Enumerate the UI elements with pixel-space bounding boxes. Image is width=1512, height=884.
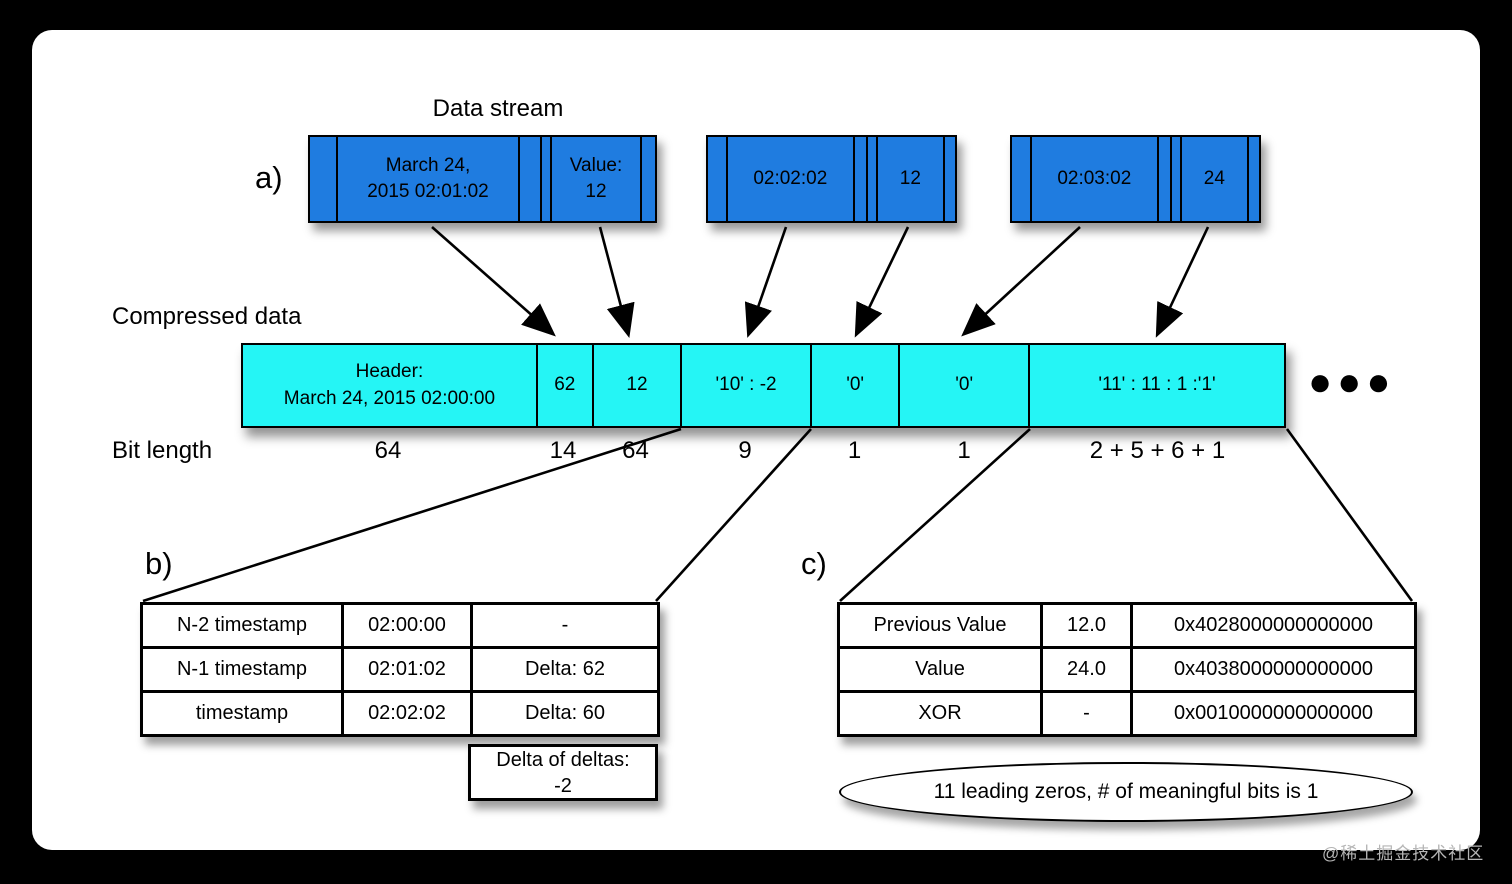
compressed-cell-value: 12	[591, 345, 681, 426]
b-r3-label: timestamp	[140, 690, 344, 737]
bit-length-zero-1: 1	[847, 437, 862, 464]
stream-box-3-pad-left	[1012, 137, 1030, 221]
stream-box-2: 02:02:02 12	[706, 135, 957, 223]
bit-length-row: 64 14 64 9 1 1 2 + 5 + 6 + 1	[241, 437, 1286, 465]
stream-box-3-timestamp: 02:03:02	[1029, 137, 1157, 221]
stream-box-1-gap2	[540, 137, 550, 221]
table-row: Previous Value 12.0 0x4028000000000000	[837, 602, 1417, 649]
stream-box-2-timestamp: 02:02:02	[725, 137, 853, 221]
compressed-cell-zero-2: '0'	[898, 345, 1028, 426]
stream-box-2-pad-left	[708, 137, 726, 221]
leading-zeros-note: 11 leading zeros, # of meaningful bits i…	[839, 762, 1413, 822]
stream-box-1-value: Value: 12	[550, 137, 640, 221]
c-r2-value: 24.0	[1040, 646, 1133, 693]
c-r1-value: 12.0	[1040, 602, 1133, 649]
c-r1-hex: 0x4028000000000000	[1130, 602, 1417, 649]
stream-box-1-pad-right	[640, 137, 654, 221]
compressed-data-title: Compressed data	[112, 303, 302, 330]
stream-box-2-gap1	[852, 137, 866, 221]
bit-length-delta: 14	[549, 437, 577, 464]
c-r1-label: Previous Value	[837, 602, 1043, 649]
table-row: timestamp 02:02:02 Delta: 60	[140, 690, 660, 737]
c-r2-hex: 0x4038000000000000	[1130, 646, 1417, 693]
value-xor-table: Previous Value 12.0 0x4028000000000000 V…	[837, 602, 1417, 737]
bit-length-value: 64	[622, 437, 649, 464]
stream-box-1-pad-left	[310, 137, 336, 221]
stream-box-2-value: 12	[875, 137, 943, 221]
table-row: XOR - 0x0010000000000000	[837, 690, 1417, 737]
c-r3-hex: 0x0010000000000000	[1130, 690, 1417, 737]
compressed-cell-dod: '10' : -2	[680, 345, 810, 426]
stream-box-3-pad-right	[1247, 137, 1259, 221]
label-c: c)	[801, 546, 827, 581]
stream-box-2-pad-right	[943, 137, 955, 221]
data-stream-title: Data stream	[432, 95, 564, 122]
bit-length-header: 64	[374, 437, 402, 464]
bit-length-zero-2: 1	[957, 437, 971, 464]
b-r2-time: 02:01:02	[341, 646, 473, 693]
stream-box-1-gap1	[518, 137, 540, 221]
compressed-cell-delta: 62	[535, 345, 592, 426]
b-r1-label: N-2 timestamp	[140, 602, 344, 649]
c-r3-label: XOR	[837, 690, 1043, 737]
table-row: N-1 timestamp 02:01:02 Delta: 62	[140, 646, 660, 693]
compressed-data-bar: Header: March 24, 2015 02:00:00 62 12 '1…	[241, 343, 1286, 428]
table-row: Value 24.0 0x4038000000000000	[837, 646, 1417, 693]
b-r2-label: N-1 timestamp	[140, 646, 344, 693]
c-r3-value: -	[1040, 690, 1133, 737]
ellipsis-icon: ●●●	[1308, 360, 1396, 404]
stream-box-3-gap1	[1156, 137, 1170, 221]
table-row: N-2 timestamp 02:00:00 -	[140, 602, 660, 649]
timestamp-delta-table: N-2 timestamp 02:00:00 - N-1 timestamp 0…	[140, 602, 660, 737]
delta-of-deltas-cell: Delta of deltas: -2	[468, 744, 658, 801]
b-r1-time: 02:00:00	[341, 602, 473, 649]
compressed-cell-header: Header: March 24, 2015 02:00:00	[283, 360, 496, 409]
stream-box-3: 02:03:02 24	[1010, 135, 1261, 223]
b-r3-delta: Delta: 60	[470, 690, 660, 737]
bit-length-xor: 2 + 5 + 6 + 1	[1089, 437, 1226, 464]
compressed-cell-zero-1: '0'	[809, 345, 899, 426]
stream-box-3-gap2	[1169, 137, 1180, 221]
stream-box-3-value: 24	[1179, 137, 1247, 221]
compressed-cell-xor: '11' : 11 : 1 :'1'	[1027, 345, 1284, 426]
label-a: a)	[255, 160, 283, 195]
c-r2-label: Value	[837, 646, 1043, 693]
b-r1-delta: -	[470, 602, 660, 649]
bit-length-title: Bit length	[112, 437, 213, 464]
stream-box-1-timestamp: March 24, 2015 02:01:02	[336, 137, 518, 221]
stream-box-1: March 24, 2015 02:01:02 Value: 12	[308, 135, 657, 223]
label-b: b)	[145, 546, 173, 581]
b-r2-delta: Delta: 62	[470, 646, 660, 693]
b-r3-time: 02:02:02	[341, 690, 473, 737]
bit-length-dod: 9	[738, 437, 752, 464]
stream-box-2-gap2	[865, 137, 876, 221]
watermark: @稀土掘金技术社区	[1322, 844, 1485, 863]
